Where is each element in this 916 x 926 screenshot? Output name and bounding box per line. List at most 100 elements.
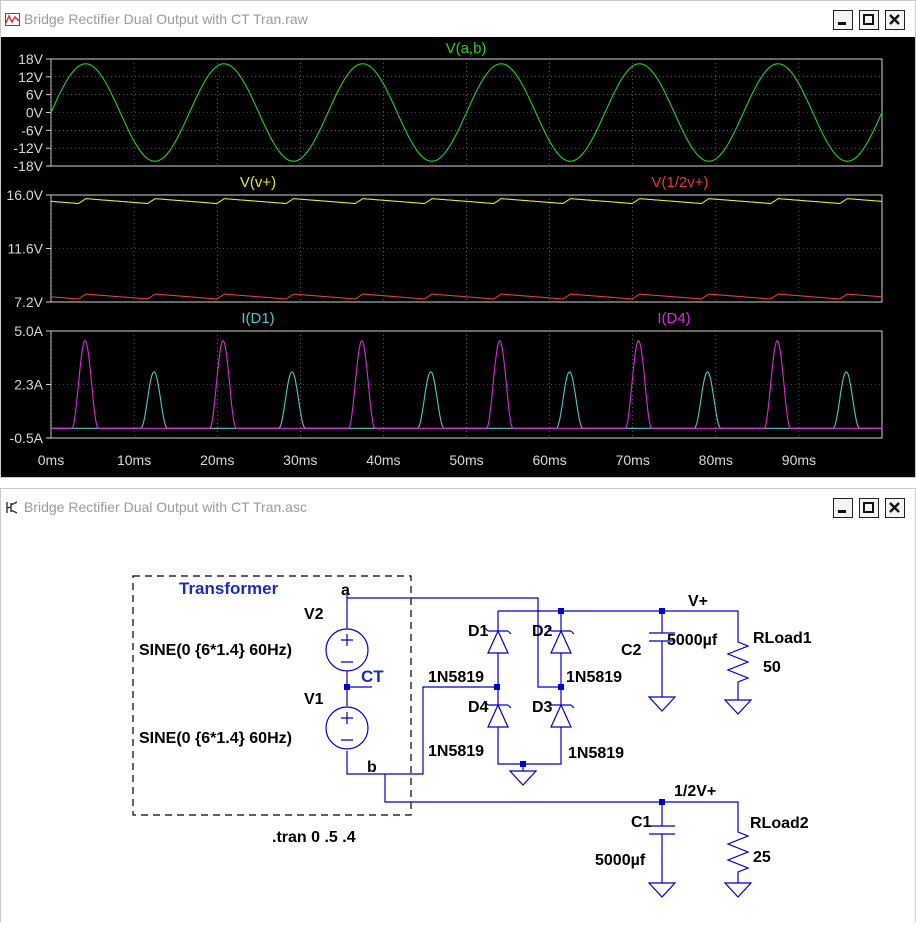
- trace-label-vplus[interactable]: V(v+): [240, 174, 276, 191]
- x-tick-label: 40ms: [366, 452, 400, 468]
- trace-label-id4[interactable]: I(D4): [657, 310, 690, 327]
- ground-symbol[interactable]: [723, 699, 753, 715]
- net-label-halfvplus[interactable]: 1/2V+: [674, 783, 716, 800]
- trace-v-1-2v-[interactable]: [51, 293, 882, 300]
- y-tick-label: 0V: [26, 105, 44, 121]
- trace-label-id1[interactable]: I(D1): [241, 310, 274, 327]
- ground-symbol[interactable]: [647, 882, 677, 898]
- maximize-button[interactable]: [859, 10, 879, 30]
- resistor-rload1-label[interactable]: RLoad1: [753, 630, 812, 647]
- waveform-app-icon: [5, 13, 20, 26]
- capacitor-c2[interactable]: [649, 632, 675, 654]
- trace-i-d4-[interactable]: [51, 339, 882, 429]
- diode-d3-model[interactable]: 1N5819: [568, 745, 624, 762]
- minimize-icon: [838, 510, 846, 513]
- capacitor-c2-label[interactable]: C2: [621, 642, 642, 659]
- schematic-window: Bridge Rectifier Dual Output with CT Tra…: [0, 488, 916, 922]
- trace-v-v-[interactable]: [51, 198, 883, 205]
- x-tick-label: 10ms: [117, 452, 151, 468]
- trace-label-halfvplus[interactable]: V(1/2v+): [651, 174, 708, 191]
- source-v2-value[interactable]: SINE(0 {6*1.4} 60Hz): [139, 642, 292, 659]
- ground-symbol[interactable]: [508, 770, 538, 786]
- resistor-rload2[interactable]: [726, 819, 750, 880]
- source-v1-label[interactable]: V1: [304, 691, 324, 708]
- source-v2-label[interactable]: V2: [304, 606, 324, 623]
- x-tick-label: 90ms: [782, 452, 816, 468]
- diode-d1-label[interactable]: D1: [468, 623, 489, 640]
- diode-d3[interactable]: [547, 701, 575, 741]
- resistor-rload1-value[interactable]: 50: [763, 659, 781, 676]
- x-tick-label: 50ms: [449, 452, 483, 468]
- wires[interactable]: [346, 594, 739, 883]
- minimize-icon: [838, 22, 846, 25]
- diode-d1-model[interactable]: 1N5819: [428, 669, 484, 686]
- y-tick-label: 11.6V: [7, 241, 43, 257]
- diode-d4-model[interactable]: 1N5819: [428, 743, 484, 760]
- waveform-titlebar[interactable]: Bridge Rectifier Dual Output with CT Tra…: [1, 1, 915, 37]
- maximize-icon: [863, 14, 874, 25]
- y-tick-label: -6V: [21, 122, 43, 138]
- minimize-button[interactable]: [833, 10, 853, 30]
- x-tick-label: 70ms: [616, 452, 650, 468]
- capacitor-c1-value[interactable]: 5000µf: [595, 852, 646, 869]
- trace-v-a-b-[interactable]: [50, 63, 883, 162]
- diode-d2-label[interactable]: D2: [532, 623, 553, 640]
- transformer-box[interactable]: [132, 575, 412, 816]
- source-v2[interactable]: [325, 628, 369, 672]
- x-tick-label: 80ms: [699, 452, 733, 468]
- resistor-rload1[interactable]: [726, 629, 750, 692]
- diode-d3-label[interactable]: D3: [532, 699, 553, 716]
- capacitor-c2-value[interactable]: 5000µf: [667, 632, 718, 649]
- net-label-b[interactable]: b: [367, 759, 377, 776]
- y-tick-label: 6V: [26, 87, 44, 103]
- schematic-minimize-button[interactable]: [833, 498, 853, 518]
- diode-d1[interactable]: [484, 627, 512, 666]
- x-tick-label: 30ms: [283, 452, 317, 468]
- net-label-vplus[interactable]: V+: [688, 593, 708, 610]
- maximize-icon: [863, 502, 874, 513]
- net-label-ct[interactable]: CT: [361, 667, 384, 686]
- y-tick-label: 5.0A: [14, 323, 43, 339]
- plot-area[interactable]: V(a,b) V(v+) V(1/2v+) I(D1) I(D4) 18V 12V…: [1, 37, 915, 477]
- schematic-titlebar[interactable]: Bridge Rectifier Dual Output with CT Tra…: [1, 489, 915, 525]
- x-tick-label: 0ms: [38, 452, 64, 468]
- y-tick-label: 16.0V: [6, 187, 43, 203]
- resistor-rload2-label[interactable]: RLoad2: [750, 815, 809, 832]
- trace-label-vab[interactable]: V(a,b): [446, 40, 487, 57]
- schematic-maximize-button[interactable]: [859, 498, 879, 518]
- y-tick-label: -0.5A: [10, 430, 44, 446]
- ground-symbol[interactable]: [647, 696, 677, 712]
- schematic-drawing[interactable]: Transformer a V2 SINE(0 {6*1.4} 60Hz) CT…: [1, 521, 915, 922]
- tran-directive[interactable]: .tran 0 .5 .4: [272, 829, 356, 846]
- y-tick-label: 18V: [18, 51, 44, 67]
- pane-vplus[interactable]: V(v+) V(1/2v+): [50, 174, 883, 303]
- capacitor-c1-label[interactable]: C1: [631, 814, 652, 831]
- y-tick-label: 12V: [18, 69, 44, 85]
- diode-d4-label[interactable]: D4: [468, 699, 489, 716]
- close-button[interactable]: [885, 10, 905, 30]
- transformer-label[interactable]: Transformer: [179, 579, 279, 598]
- source-v1[interactable]: [325, 706, 369, 750]
- net-label-a[interactable]: a: [341, 582, 350, 599]
- pane-current[interactable]: I(D1) I(D4): [50, 310, 883, 439]
- junctions: [344, 608, 665, 805]
- waveform-window: Bridge Rectifier Dual Output with CT Tra…: [0, 0, 916, 478]
- schematic-app-icon: [6, 501, 18, 514]
- diode-d2-model[interactable]: 1N5819: [566, 669, 622, 686]
- x-tick-label: 60ms: [532, 452, 566, 468]
- y-tick-label: -12V: [13, 140, 43, 156]
- schematic-close-button[interactable]: [885, 498, 905, 518]
- ground-symbol[interactable]: [723, 882, 753, 898]
- y-tick-label: 2.3A: [14, 377, 43, 393]
- waveform-plot[interactable]: V(a,b) V(v+) V(1/2v+) I(D1) I(D4) 18V 12V…: [1, 37, 915, 477]
- diode-d2[interactable]: [547, 627, 575, 666]
- resistor-rload2-value[interactable]: 25: [753, 849, 771, 866]
- diode-d4[interactable]: [484, 701, 512, 741]
- close-icon: [889, 14, 900, 25]
- source-v1-value[interactable]: SINE(0 {6*1.4} 60Hz): [139, 730, 292, 747]
- y-tick-label: -18V: [13, 158, 43, 174]
- schematic-window-title: Bridge Rectifier Dual Output with CT Tra…: [24, 499, 307, 515]
- waveform-window-title: Bridge Rectifier Dual Output with CT Tra…: [24, 11, 308, 27]
- capacitor-c1[interactable]: [649, 825, 675, 845]
- schematic-canvas[interactable]: Transformer a V2 SINE(0 {6*1.4} 60Hz) CT…: [1, 521, 915, 922]
